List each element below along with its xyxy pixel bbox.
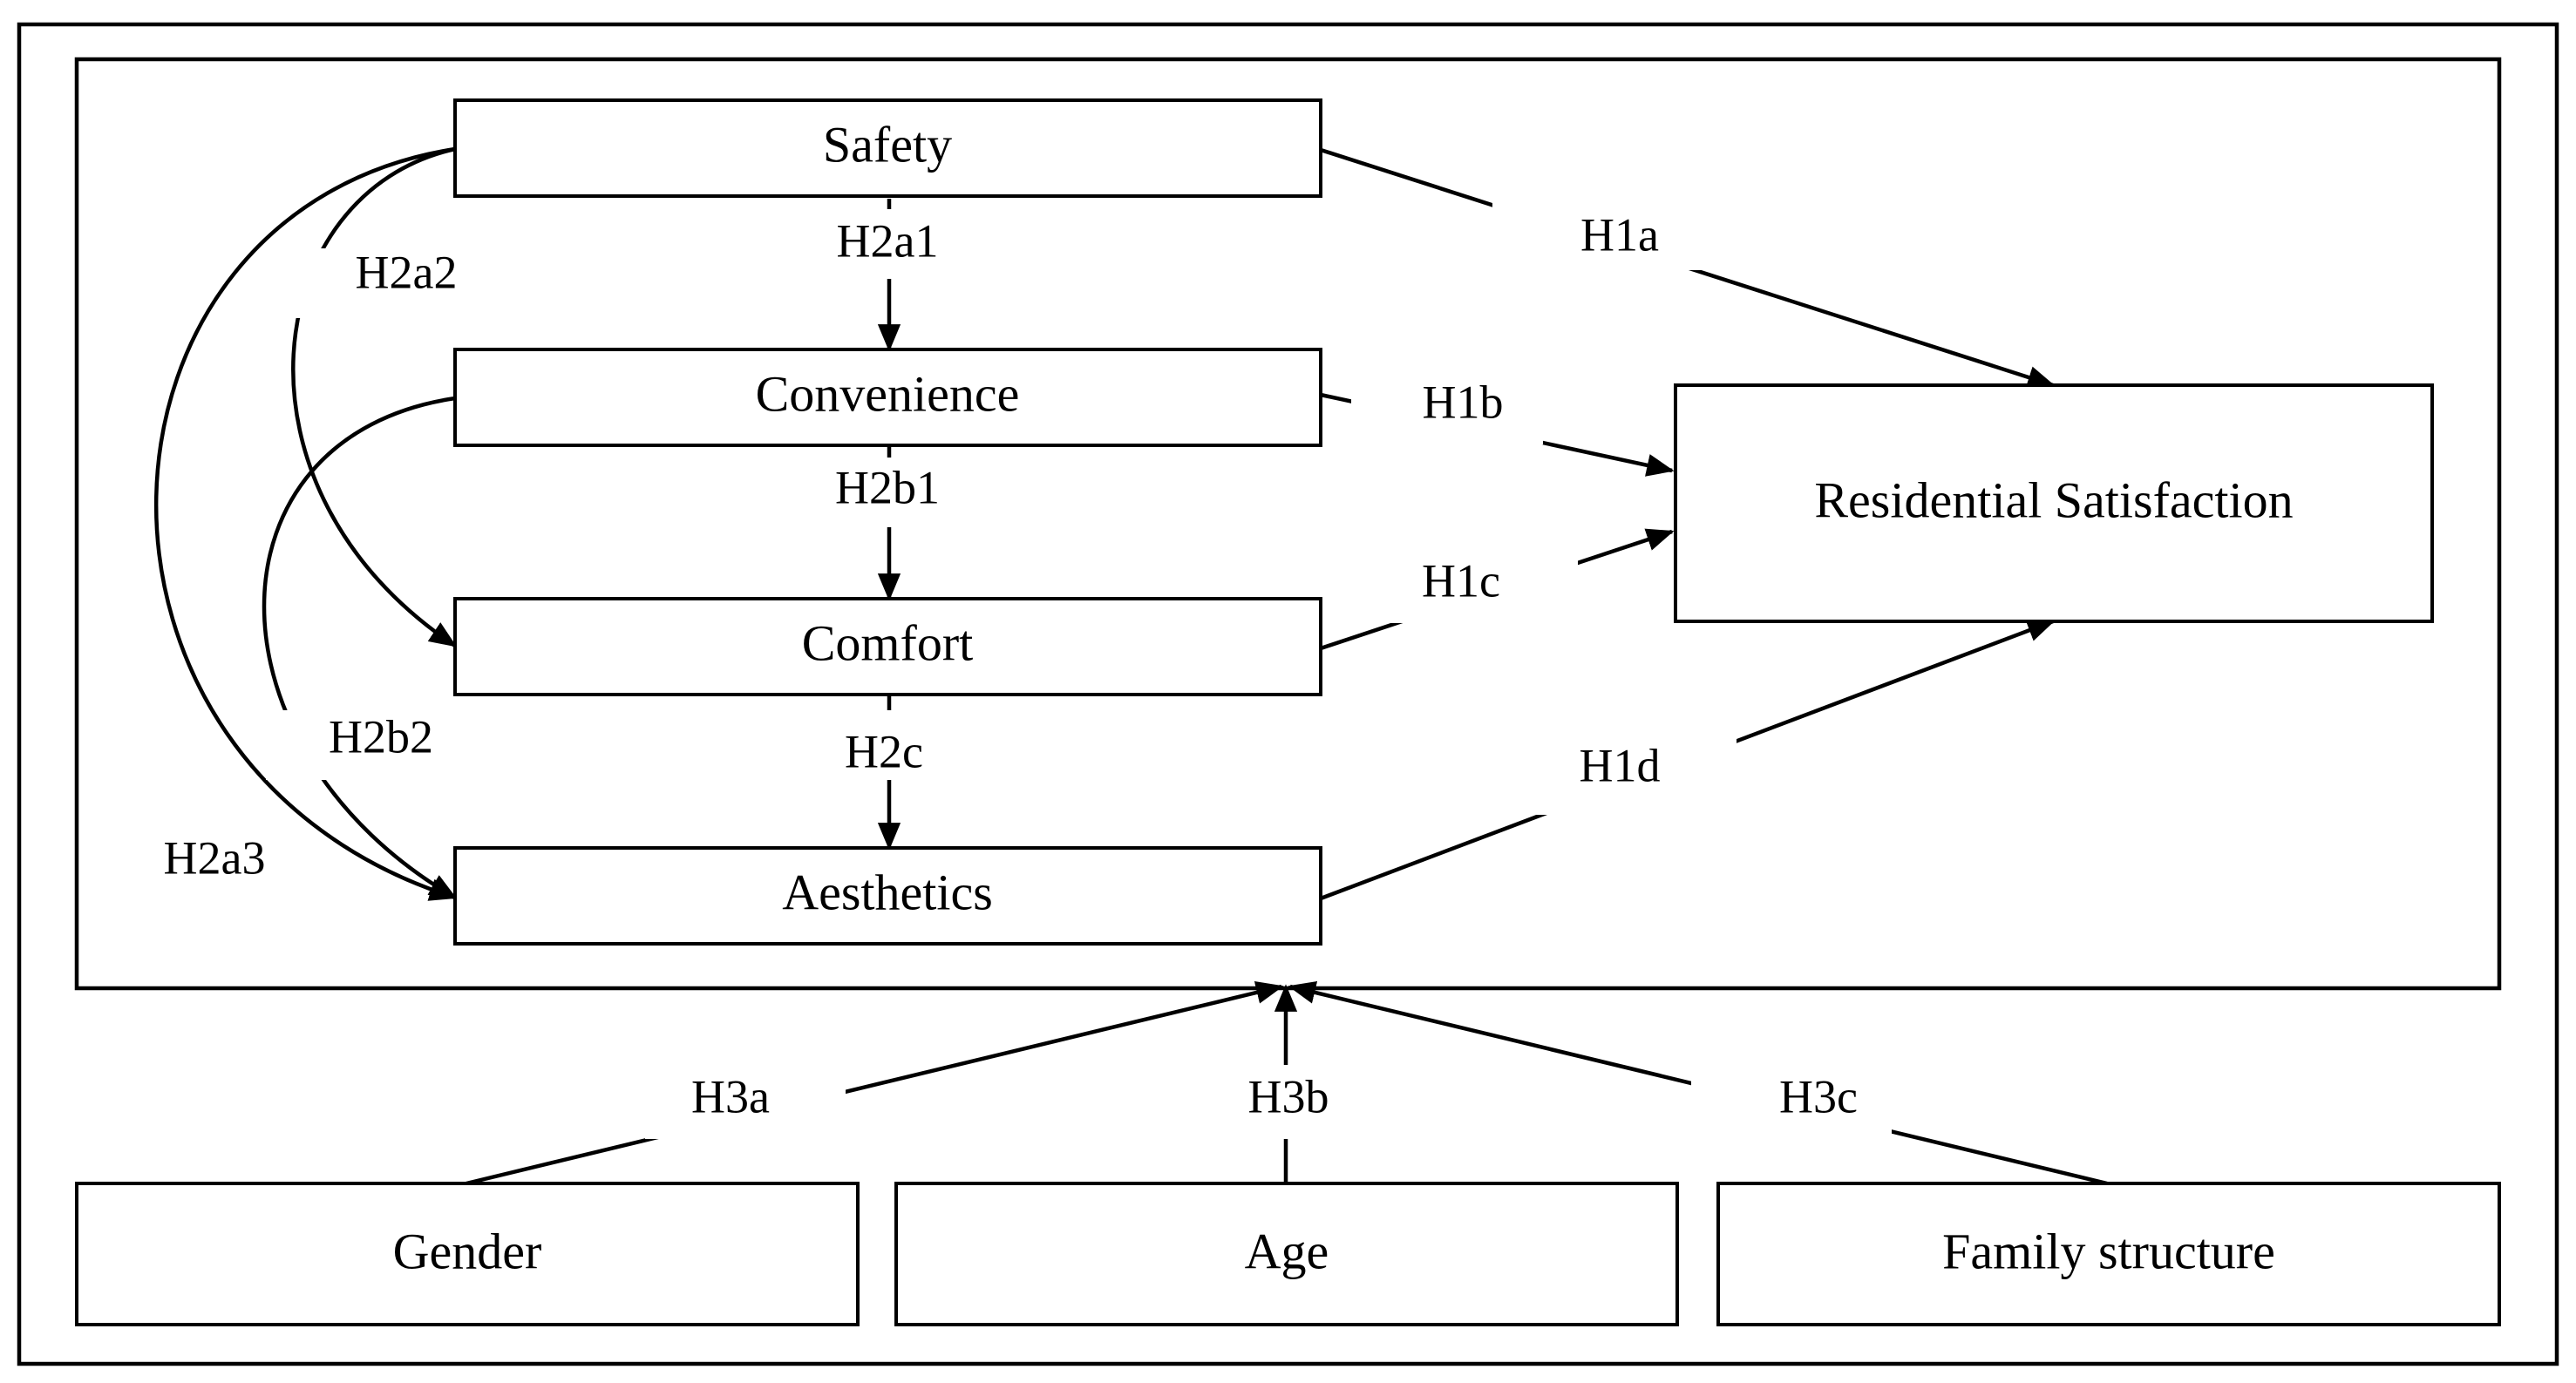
family-structure-label: Family structure [1942, 1223, 2275, 1279]
label-h2a2: H2a2 [356, 246, 458, 298]
residential-satisfaction-node: Residential Satisfaction [1674, 383, 2434, 623]
age-node: Age [894, 1182, 1679, 1326]
label-h3b: H3b [1248, 1070, 1329, 1122]
family-structure-node: Family structure [1716, 1182, 2501, 1326]
label-h1c: H1c [1422, 554, 1500, 607]
label-h2a1: H2a1 [837, 214, 939, 267]
h3b-label-bg [1234, 1065, 1347, 1139]
h2b2-label-bg [266, 710, 475, 780]
h1b-label-bg [1351, 370, 1543, 444]
age-label: Age [1245, 1223, 1329, 1279]
aesthetics-node: Aesthetics [453, 846, 1322, 946]
convenience-label: Convenience [756, 365, 1020, 422]
label-h1b: H1b [1423, 376, 1504, 428]
label-h3c: H3c [1779, 1070, 1858, 1122]
comfort-label: Comfort [802, 614, 974, 671]
path-h3a [466, 981, 1284, 1186]
path-h2a3 [154, 146, 458, 901]
label-h2b2: H2b2 [329, 710, 433, 763]
aesthetics-label: Aesthetics [782, 864, 993, 920]
safety-node: Safety [453, 98, 1322, 198]
outer-frame [17, 22, 2559, 1366]
h2c-label-bg [828, 710, 950, 780]
label-h2b1: H2b1 [835, 461, 940, 513]
convenience-node: Convenience [453, 348, 1322, 447]
safety-label: Safety [823, 116, 952, 173]
comfort-node: Comfort [453, 597, 1322, 696]
path-h2a2 [291, 146, 458, 647]
gender-label: Gender [393, 1223, 542, 1279]
h1a-label-bg [1492, 200, 1719, 270]
label-h2a3: H2a3 [164, 831, 266, 884]
h2a2-label-bg [266, 248, 475, 318]
label-h2c: H2c [845, 725, 923, 777]
h2a3-label-bg [139, 828, 305, 898]
h2b1-label-bg [819, 458, 959, 527]
h1d-label-bg [1519, 732, 1737, 815]
h2a1-label-bg [819, 209, 959, 279]
h3c-label-bg [1691, 1065, 1892, 1139]
gender-node: Gender [75, 1182, 860, 1326]
label-h3a: H3a [691, 1070, 770, 1122]
label-h1a: H1a [1580, 208, 1659, 261]
h1c-label-bg [1360, 549, 1578, 623]
label-h1d: H1d [1580, 739, 1661, 791]
path-h2b2 [262, 396, 458, 899]
residential-satisfaction-label: Residential Satisfaction [1814, 471, 2293, 528]
h3a-label-bg [645, 1065, 846, 1139]
